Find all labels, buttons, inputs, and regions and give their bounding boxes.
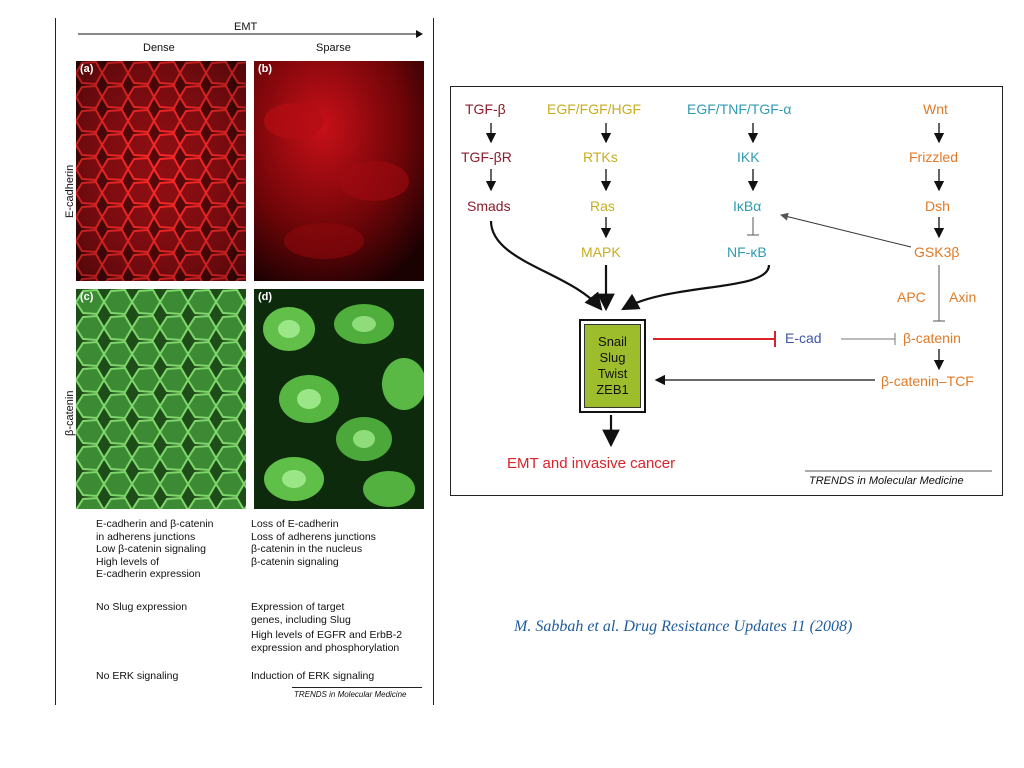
tf-zeb1: ZEB1 bbox=[596, 382, 629, 397]
node-tgf-beta: TGF-β bbox=[465, 101, 506, 117]
node-axin: Axin bbox=[949, 289, 977, 305]
micrograph-d-betacatenin-sparse: (d) bbox=[254, 289, 424, 509]
panel-tag-a: (a) bbox=[80, 63, 94, 75]
panel-tag-b: (b) bbox=[258, 63, 273, 75]
emt-pathway-diagram: TGF-β TGF-βR Smads EGF/FGF/HGF RTKs Ras … bbox=[450, 86, 1003, 496]
node-ikk: IKK bbox=[737, 149, 760, 165]
tf-snail: Snail bbox=[598, 334, 627, 349]
node-smads: Smads bbox=[467, 198, 511, 214]
micrograph-b-ecadherin-sparse: (b) bbox=[254, 61, 424, 281]
node-egf-tnf-tgf-alpha: EGF/TNF/TGF-α bbox=[687, 101, 792, 117]
dense-description-3: No ERK signaling bbox=[96, 670, 179, 682]
node-apc: APC bbox=[897, 289, 926, 305]
node-rtks: RTKs bbox=[583, 149, 618, 165]
node-mapk: MAPK bbox=[581, 244, 621, 260]
node-gsk3-beta: GSK3β bbox=[914, 244, 960, 260]
dense-description-2: No Slug expression bbox=[96, 601, 188, 613]
tf-slug: Slug bbox=[599, 350, 626, 365]
source-label-left: TRENDS in Molecular Medicine bbox=[294, 690, 407, 699]
emt-label: EMT bbox=[234, 21, 258, 33]
node-ikb-alpha: IκBα bbox=[733, 198, 762, 214]
row-label-betacatenin: β-catenin bbox=[64, 390, 76, 436]
node-emt-invasive-cancer: EMT and invasive cancer bbox=[507, 455, 676, 472]
micrograph-a-ecadherin-dense: (a) bbox=[76, 61, 246, 281]
micrograph-c-betacatenin-dense: (c) bbox=[76, 289, 246, 509]
node-egf-fgf-hgf: EGF/FGF/HGF bbox=[547, 101, 642, 117]
sparse-description-2: Expression of target genes, including Sl… bbox=[251, 601, 351, 626]
column-label-dense: Dense bbox=[143, 42, 175, 54]
emt-arrow bbox=[78, 30, 423, 38]
emt-microscopy-figure: EMT Dense Sparse E-cadherin β-catenin (a… bbox=[55, 18, 434, 705]
panel-tag-d: (d) bbox=[258, 291, 273, 303]
sparse-description-1: Loss of E-cadherin Loss of adherens junc… bbox=[251, 518, 376, 568]
node-beta-catenin-tcf: β-catenin–TCF bbox=[881, 373, 974, 389]
tf-twist: Twist bbox=[597, 366, 628, 381]
node-tgf-beta-receptor: TGF-βR bbox=[461, 149, 512, 165]
node-frizzled: Frizzled bbox=[909, 149, 959, 165]
panel-tag-c: (c) bbox=[80, 291, 94, 303]
row-label-ecadherin: E-cadherin bbox=[64, 164, 76, 218]
column-label-sparse: Sparse bbox=[316, 42, 351, 54]
dense-description-1: E-cadherin and β-catenin in adherens jun… bbox=[96, 518, 214, 581]
node-e-cad: E-cad bbox=[785, 330, 822, 346]
node-nf-kb: NF-κB bbox=[727, 244, 767, 260]
node-wnt: Wnt bbox=[923, 101, 948, 117]
snail-slug-twist-zeb1-box: Snail Slug Twist ZEB1 bbox=[579, 319, 646, 413]
node-dsh: Dsh bbox=[925, 198, 950, 214]
sparse-description-4: Induction of ERK signaling bbox=[251, 670, 375, 682]
sparse-description-3: High levels of EGFR and ErbB-2 expressio… bbox=[251, 629, 403, 654]
transcription-factor-list: Snail Slug Twist ZEB1 bbox=[584, 324, 641, 408]
node-ras: Ras bbox=[590, 198, 615, 214]
node-beta-catenin: β-catenin bbox=[903, 330, 961, 346]
pathway-arrows bbox=[485, 123, 992, 472]
source-label-right: TRENDS in Molecular Medicine bbox=[809, 475, 964, 487]
citation: M. Sabbah et al. Drug Resistance Updates… bbox=[514, 618, 853, 635]
source-rule-left bbox=[292, 687, 422, 688]
